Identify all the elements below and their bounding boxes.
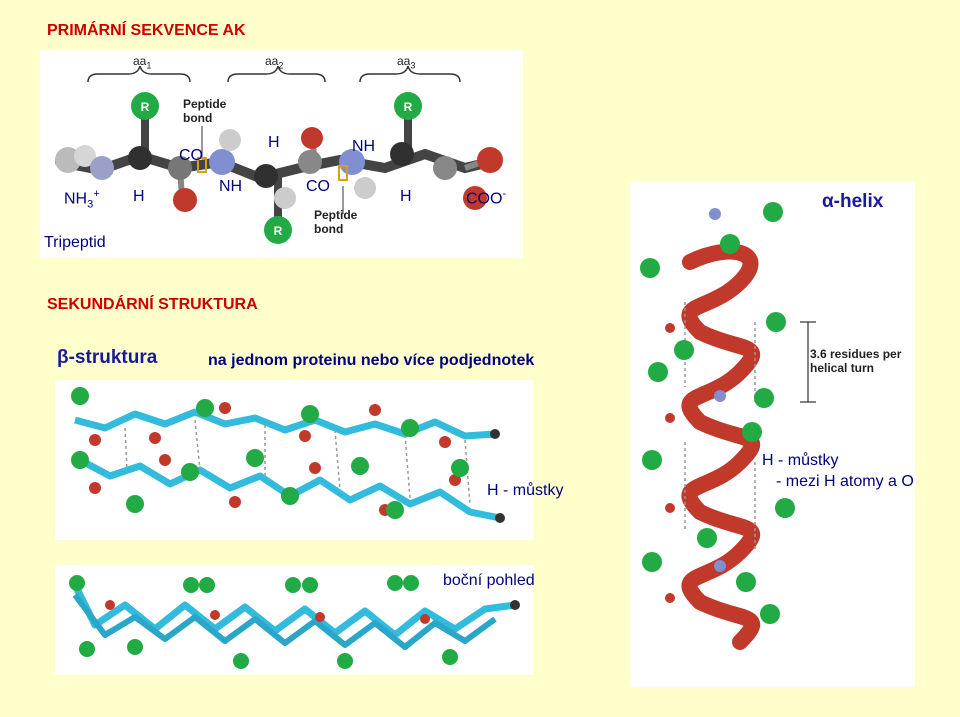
tripeptide-diagram: R R R (55, 65, 503, 244)
nh-label-1: NH (219, 178, 243, 195)
h-label-1: H (133, 188, 145, 205)
aa1-label: aa1 (133, 54, 152, 71)
beta-sheet-top-view (55, 380, 533, 540)
h-label-top: H (268, 134, 280, 151)
beta-structure-label: β-struktura (57, 347, 158, 368)
beta-description: na jednom proteinu nebo více podjednotek (208, 352, 535, 369)
tripeptid-label: Tripeptid (44, 234, 106, 251)
svg-text:R: R (141, 100, 150, 114)
side-view-label: boční pohled (443, 572, 535, 589)
r-group-icon: R (131, 92, 159, 120)
beta-side-diagram (69, 575, 520, 669)
title-primary-sequence: PRIMÁRNÍ SEKVENCE AK (47, 22, 246, 39)
beta-sheet-diagram (71, 387, 505, 523)
beta-sheet-side-view (55, 565, 533, 675)
h-bridges-helix-desc: - mezi H atomy a O (776, 473, 914, 490)
alpha-helix-diagram (640, 202, 816, 650)
nh3-group-label: NH3+ (64, 188, 100, 211)
svg-text:R: R (274, 224, 283, 238)
h-label-2: H (400, 188, 412, 205)
h-bridges-beta-label: H - můstky (487, 482, 564, 499)
aa2-label: aa2 (265, 54, 284, 71)
r-group-icon: R (264, 216, 292, 244)
r-group-icon: R (394, 92, 422, 120)
alpha-helix-label: α-helix (822, 191, 884, 212)
co-label-2: CO (306, 178, 330, 195)
title-secondary-structure: SEKUNDÁRNÍ STRUKTURA (47, 296, 258, 313)
aa3-label: aa3 (397, 54, 416, 71)
nh-label-top: NH (352, 138, 376, 155)
coo-group-label: COO- (466, 188, 507, 208)
co-label-1: CO (179, 147, 203, 164)
h-bridges-helix-label: H - můstky (762, 452, 839, 469)
svg-text:R: R (404, 100, 413, 114)
